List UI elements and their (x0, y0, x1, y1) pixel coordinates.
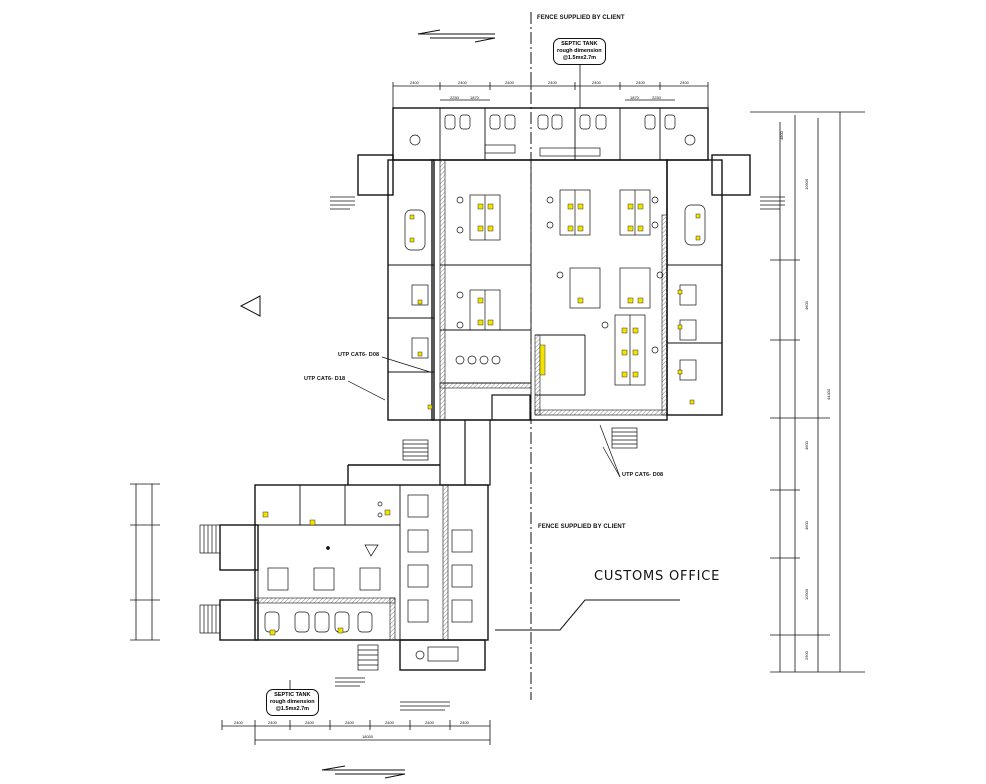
fence-label-top: FENCE SUPPLIED BY CLIENT (537, 15, 625, 21)
svg-text:2400: 2400 (458, 80, 468, 85)
connector-corridor (439, 394, 531, 486)
svg-text:2400: 2400 (505, 80, 515, 85)
svg-text:2900: 2900 (804, 650, 809, 660)
svg-text:2400: 2400 (345, 720, 355, 725)
septic-tank-line1: rough dimension (270, 698, 315, 705)
svg-text:1870: 1870 (470, 95, 480, 100)
bottom-dimension-ticks: 2400 2400 2400 2400 2400 2400 2400 18000 (234, 720, 470, 739)
yellow-fixtures-upper (409, 203, 701, 410)
svg-text:1870: 1870 (630, 95, 640, 100)
svg-text:44400: 44400 (826, 388, 831, 400)
hatched-wall (439, 159, 446, 421)
upper-block-walls (357, 107, 751, 421)
svg-text:2400: 2400 (636, 80, 646, 85)
svg-text:10900: 10900 (804, 178, 809, 190)
svg-text:2400: 2400 (680, 80, 690, 85)
left-dimension-chain (130, 483, 160, 641)
workstation-clusters-upper (404, 189, 706, 386)
yellow-fixtures-lower (262, 509, 391, 636)
septic-tank-callout-bottom: SEPTIC TANK rough dimension @1.5mx2.7m (266, 689, 319, 716)
svg-text:2400: 2400 (460, 720, 470, 725)
septic-tank-line1: rough dimension (557, 47, 602, 54)
top-dimension-ticks: 2400 2400 2400 2400 2400 2400 2400 2250 1870 1… (410, 80, 690, 100)
lower-block-walls (219, 464, 489, 671)
customs-office-leader (495, 599, 680, 631)
svg-text:2400: 2400 (268, 720, 278, 725)
septic-tank-title: SEPTIC TANK (561, 41, 598, 47)
utp-label-1: UTP CAT6- D08 (338, 352, 380, 358)
utp-leaders (347, 356, 621, 478)
hatched-wall (389, 597, 396, 641)
svg-text:2400: 2400 (410, 80, 420, 85)
svg-text:4600: 4600 (804, 520, 809, 530)
hatched-wall (534, 334, 541, 416)
right-dimension-chain (750, 111, 865, 673)
hatched-wall (534, 409, 668, 416)
svg-text:4600: 4600 (804, 440, 809, 450)
annotation-notes (330, 196, 785, 711)
svg-text:2400: 2400 (548, 80, 558, 85)
right-dimension-ticks: 4800 10900 4600 44400 4600 4600 10900 29… (779, 130, 831, 660)
customs-office-label: CUSTOMS OFFICE (594, 569, 721, 584)
svg-text:2250: 2250 (652, 95, 662, 100)
toilet-fixtures-upper (409, 114, 696, 157)
utp-label-3: UTP CAT6- D08 (622, 472, 664, 478)
svg-text:18000: 18000 (362, 734, 374, 739)
svg-text:4800: 4800 (779, 130, 784, 140)
septic-tank-line2: @1.5mx2.7m (562, 54, 597, 61)
svg-text:2400: 2400 (385, 720, 395, 725)
bottom-dimension-chain (221, 720, 491, 745)
septic-tank-callout-top: SEPTIC TANK rough dimension @1.5mx2.7m (553, 38, 606, 65)
north-arrow-top (417, 29, 496, 43)
hatched-wall (661, 214, 668, 416)
svg-text:10900: 10900 (804, 588, 809, 600)
lower-furniture (264, 494, 473, 662)
utp-label-2: UTP CAT6- D18 (304, 376, 346, 382)
upper-block-partitions (388, 108, 722, 420)
section-marker-icon (239, 295, 261, 317)
svg-text:2400: 2400 (425, 720, 435, 725)
stairs (199, 427, 638, 671)
svg-text:2400: 2400 (305, 720, 315, 725)
hatched-wall (439, 382, 532, 389)
septic-tank-title: SEPTIC TANK (274, 692, 311, 698)
svg-text:2250: 2250 (450, 95, 460, 100)
fence-label-middle: FENCE SUPPLIED BY CLIENT (538, 524, 626, 530)
svg-text:2400: 2400 (234, 720, 244, 725)
hatched-wall (254, 597, 396, 604)
septic-tank-line2: @1.5mx2.7m (275, 705, 310, 712)
hatched-wall (442, 484, 449, 641)
lower-block-partitions (255, 485, 401, 640)
svg-text:2400: 2400 (592, 80, 602, 85)
north-arrow-bottom (321, 765, 406, 779)
svg-text:4600: 4600 (804, 300, 809, 310)
